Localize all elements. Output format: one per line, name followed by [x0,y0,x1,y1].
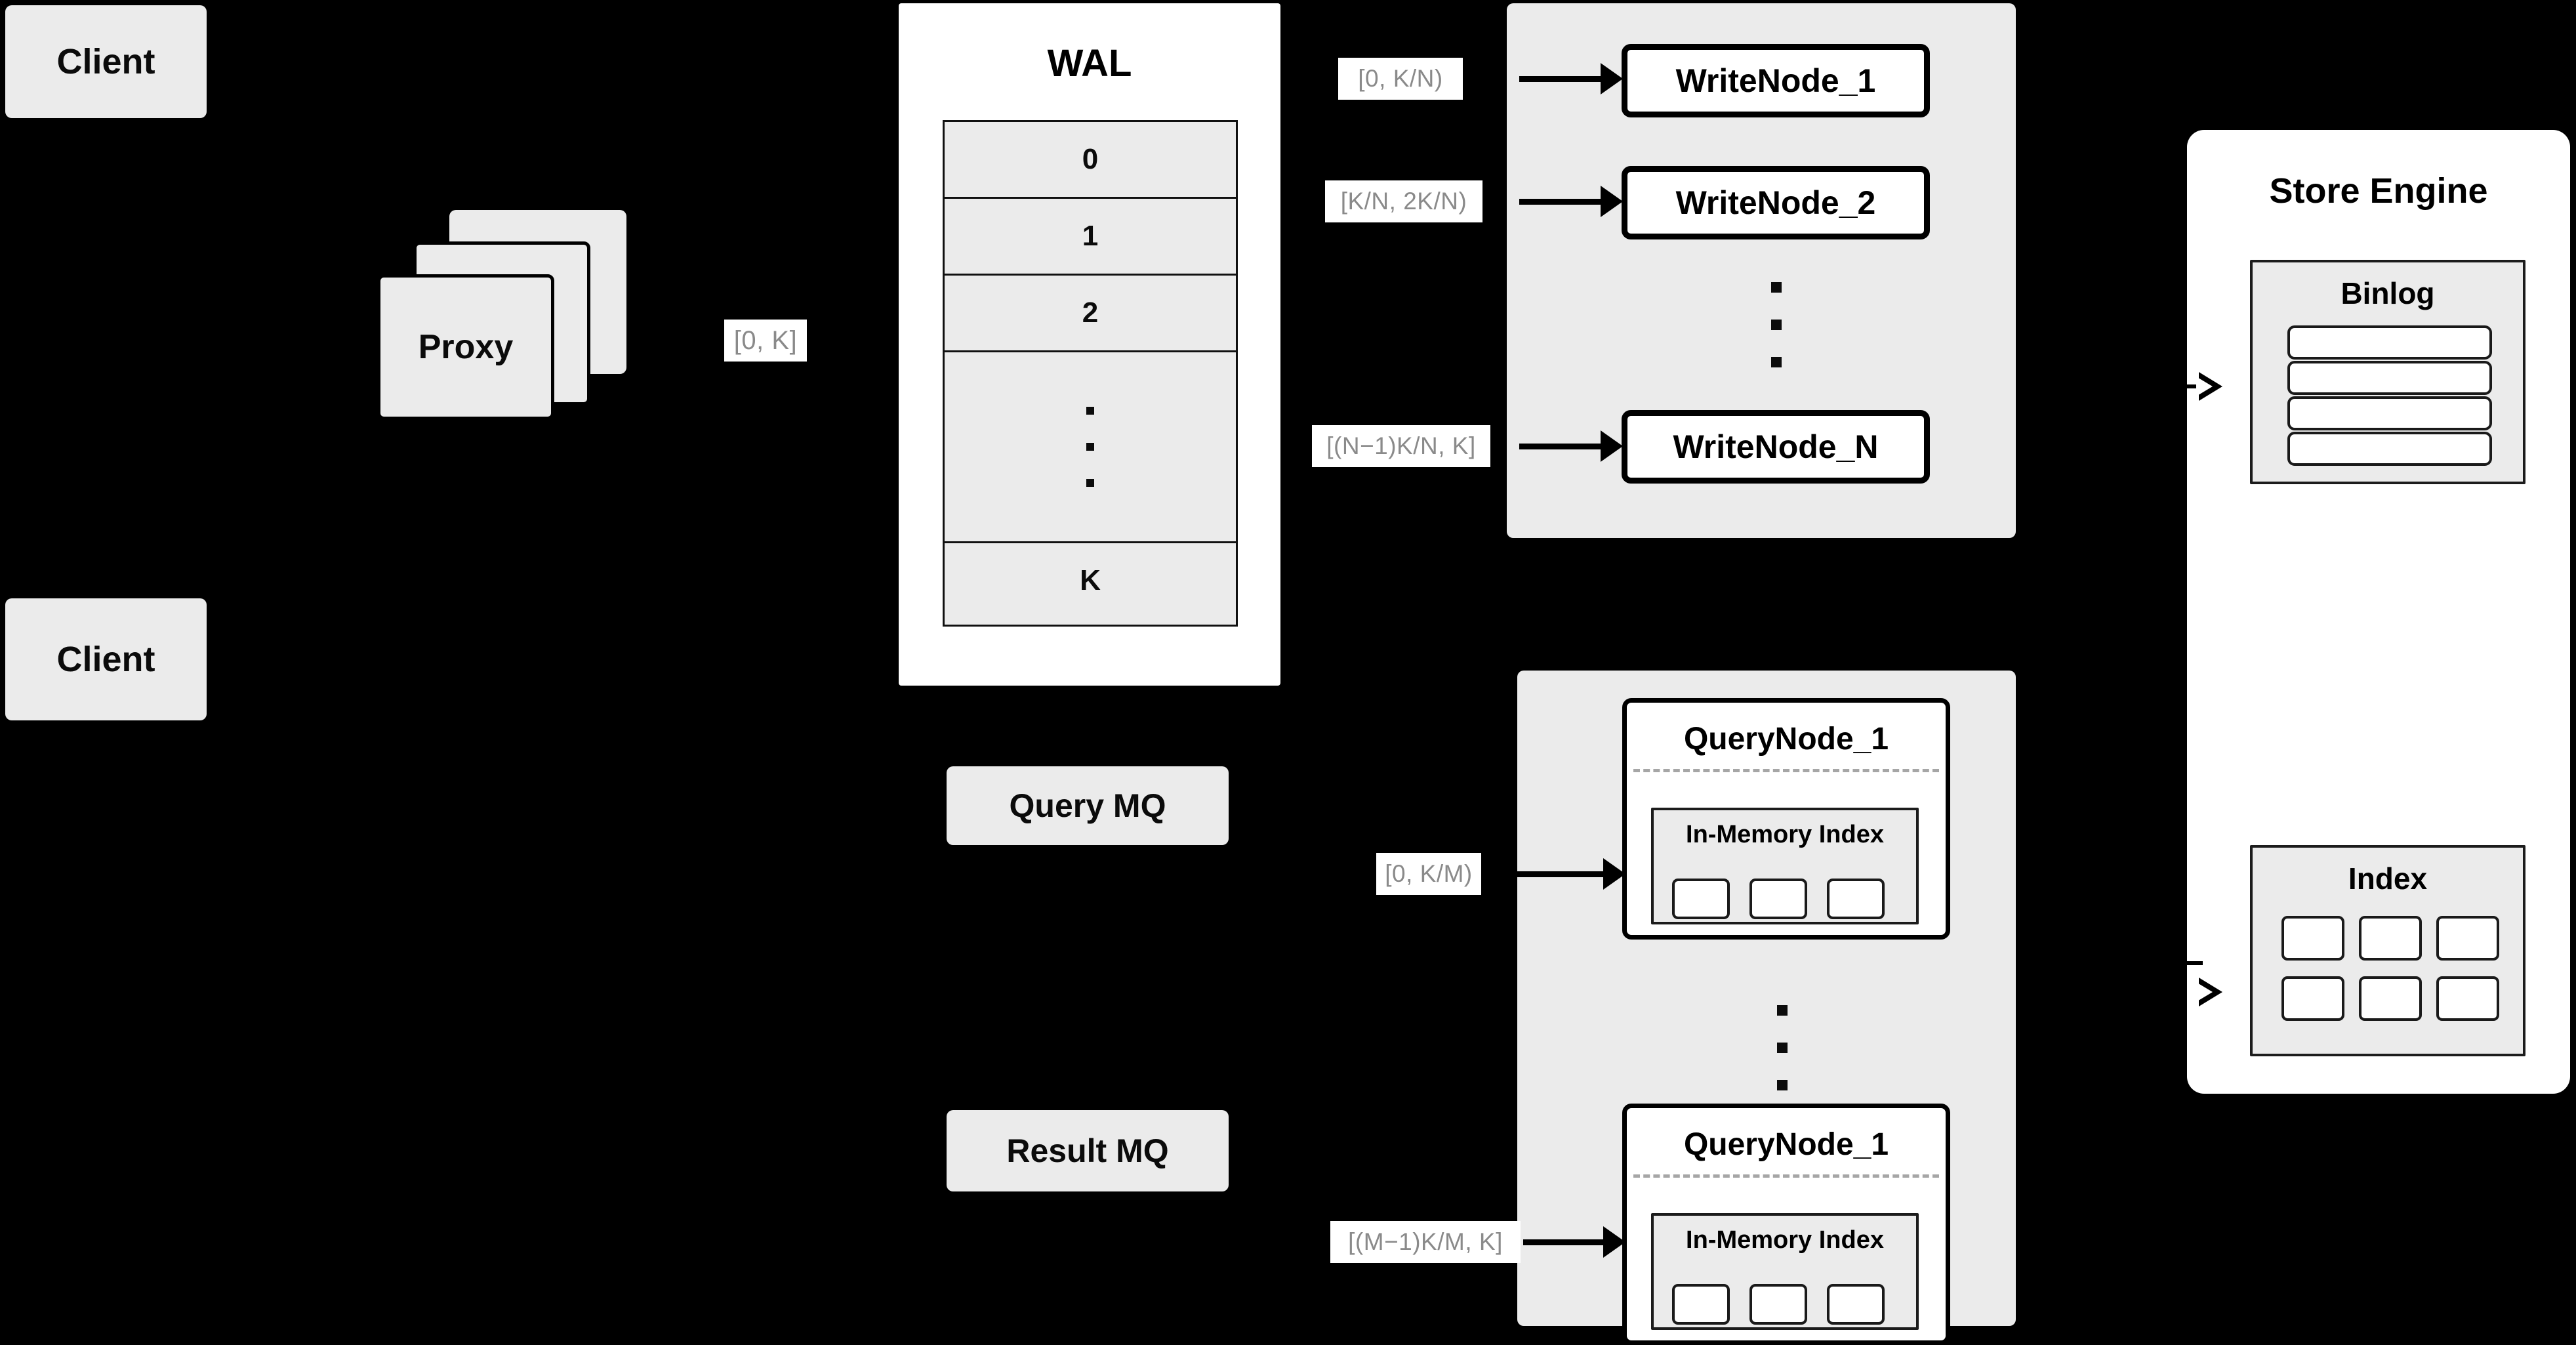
wal-row-ellipsis [945,352,1236,543]
index-chip[interactable] [2436,916,2499,961]
write-node-n-arrow-line [1519,444,1605,449]
wal-row[interactable]: 1 [945,199,1236,276]
binlog-bar[interactable] [2287,396,2492,430]
index-chip[interactable] [1749,879,1807,919]
client-label-1: Client [56,42,155,81]
query-node-m-index-label: In-Memory Index [1686,1226,1884,1254]
query-node-m-arrow-head [1603,1226,1625,1258]
query-node-m-chip-row [1672,1284,1903,1325]
proxy-stack[interactable]: Proxy [377,210,692,446]
index-arrow-head [2196,978,2222,1006]
index-chip[interactable] [2436,976,2499,1021]
index-chip[interactable] [1827,879,1885,919]
wal-vertical-dots [1086,407,1094,487]
index-box: Index [2250,845,2525,1056]
client-box-2[interactable]: Client [5,598,207,720]
query-node-m-label: QueryNode_1 [1683,1127,1889,1162]
write-node-n-range-label: [(N−1)K/N, K] [1312,425,1490,467]
write-node-1-arrow-line [1519,76,1605,82]
write-node-1-label: WriteNode_1 [1675,62,1876,99]
query-node-1-range-label: [0, K/M) [1376,853,1481,895]
write-node-2-range-label: [K/N, 2K/N) [1325,180,1482,222]
query-node-m-range-label: [(M−1)K/M, K] [1330,1221,1521,1263]
index-chip[interactable] [2359,916,2422,961]
query-node-cluster-panel: QueryNode_1 In-Memory Index [1517,671,2016,1345]
query-node-1-arrow-line [1509,871,1607,877]
index-chip[interactable] [1827,1284,1885,1325]
wal-table: 0 1 2 K [943,120,1238,627]
proxy-label: Proxy [418,328,514,366]
binlog-bar[interactable] [2287,432,2492,466]
binlog-bar-stack [2287,325,2492,466]
binlog-arrow-head [2196,372,2222,401]
write-node-1[interactable]: WriteNode_1 [1622,44,1930,117]
write-node-cluster-panel: WriteNode_1 WriteNode_2 WriteNode_N [1507,3,2016,538]
index-chip[interactable] [2281,916,2344,961]
write-node-1-arrow-head [1601,63,1623,94]
wal-row[interactable]: 0 [945,122,1236,199]
query-node-m-arrow-line [1523,1239,1607,1245]
query-node-1[interactable]: QueryNode_1 In-Memory Index [1622,698,1950,940]
store-engine-panel: Store Engine Binlog Index [2187,130,2570,1094]
query-node-m-divider [1633,1174,1939,1178]
wal-row[interactable]: 2 [945,276,1236,352]
binlog-title: Binlog [2341,276,2435,310]
write-node-2-arrow-line [1519,199,1605,205]
binlog-bar[interactable] [2287,325,2492,360]
write-node-1-range-label: [0, K/N) [1338,58,1463,100]
write-node-n-arrow-head [1601,430,1623,462]
index-chip[interactable] [2359,976,2422,1021]
write-node-2[interactable]: WriteNode_2 [1622,166,1930,239]
write-node-n[interactable]: WriteNode_N [1622,410,1930,484]
binlog-arrow-line [2165,384,2203,388]
wal-title: WAL [1047,42,1132,85]
query-node-1-divider [1633,769,1939,772]
binlog-box: Binlog [2250,260,2525,484]
index-chip-grid [2281,916,2499,1021]
query-mq-label: Query MQ [1009,787,1166,824]
index-title: Index [2348,861,2428,896]
index-chip[interactable] [1672,1284,1730,1325]
query-node-1-label: QueryNode_1 [1683,722,1889,756]
query-node-1-chip-row [1672,879,1903,919]
write-cluster-vertical-dots [1771,282,1782,367]
store-engine-title: Store Engine [2269,171,2488,211]
index-chip[interactable] [1672,879,1730,919]
proxy-range-label: [0, K] [724,320,807,362]
wal-row[interactable]: K [945,543,1236,618]
query-node-1-index-box: In-Memory Index [1651,808,1919,924]
query-node-m[interactable]: QueryNode_1 In-Memory Index [1622,1104,1950,1345]
write-node-2-arrow-head [1601,186,1623,217]
index-chip[interactable] [2281,976,2344,1021]
index-chip[interactable] [1749,1284,1807,1325]
query-cluster-vertical-dots [1777,1005,1788,1090]
write-node-2-label: WriteNode_2 [1675,184,1876,221]
query-node-1-arrow-head [1603,858,1625,890]
result-mq-box[interactable]: Result MQ [947,1110,1229,1191]
index-arrow-line [2165,961,2203,965]
client-box-1[interactable]: Client [5,5,207,118]
query-node-1-index-label: In-Memory Index [1686,821,1884,848]
query-node-m-index-box: In-Memory Index [1651,1213,1919,1330]
write-node-n-label: WriteNode_N [1673,428,1879,465]
result-mq-label: Result MQ [1006,1132,1169,1169]
query-mq-box[interactable]: Query MQ [947,766,1229,845]
proxy-card-front[interactable]: Proxy [377,274,554,420]
client-label-2: Client [56,640,155,679]
binlog-bar[interactable] [2287,361,2492,395]
wal-panel: WAL 0 1 2 K [899,3,1280,686]
